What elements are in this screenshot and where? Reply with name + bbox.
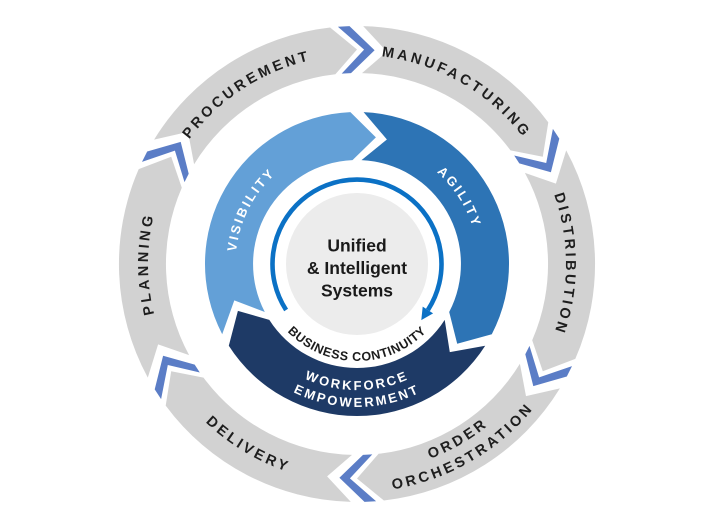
flow-chevron-arrow-icon-4 [339, 454, 377, 502]
outer-segment-order-orchestration [357, 363, 560, 501]
inner-segment-agility [361, 112, 510, 344]
flow-chevron-arrow-icon-6 [142, 141, 189, 183]
outer-segment-distribution [524, 150, 596, 372]
inner-segment-visibility [204, 112, 376, 335]
center-circle [286, 193, 428, 335]
cycle-arrowhead-icon [421, 306, 434, 321]
flow-chevron-arrow-icon-3 [525, 345, 572, 387]
flow-chevron-arrow-icon-5 [154, 355, 200, 400]
outer-segment-manufacturing [362, 26, 549, 157]
center-title-line-3: Systems [321, 281, 393, 301]
flow-chevron-arrow-icon-1 [337, 26, 375, 74]
outer-segment-procurement [154, 27, 357, 165]
flow-chevron-arrow-icon-2 [514, 128, 560, 173]
outer-segment-planning [118, 156, 190, 378]
center-title-line-1: Unified [327, 236, 386, 256]
outer-label-planning: PLANNING [136, 211, 158, 317]
cycle-arrow-icon [270, 177, 444, 312]
center-title-line-2: & Intelligent [307, 258, 407, 278]
inner-segment-workforce-empowerment [228, 310, 486, 417]
outer-segment-delivery [165, 371, 352, 502]
